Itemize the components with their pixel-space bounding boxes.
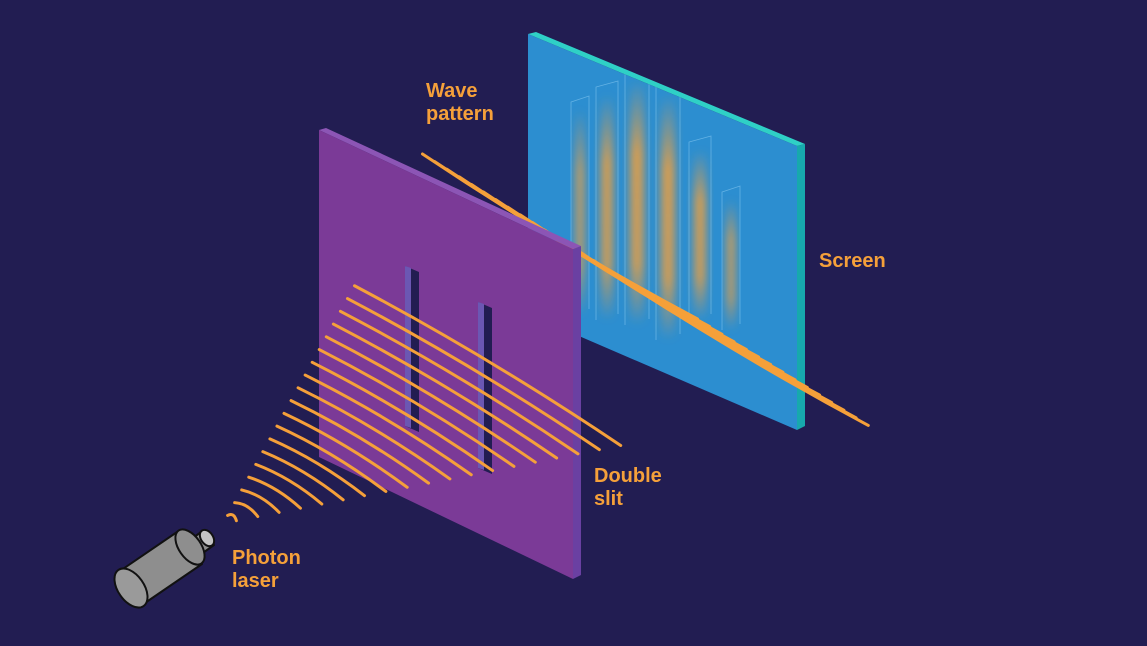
fringe-band-2 (601, 95, 613, 320)
incident-wave-10 (289, 399, 431, 485)
fringe-band-4 (661, 95, 675, 340)
wave-pattern-label-line-1: Wave (426, 80, 478, 102)
diffracted-wave-15 (591, 258, 870, 427)
incident-wave-14 (317, 348, 516, 468)
fringe-outline-2 (595, 80, 619, 320)
wave-pattern-label: Wave pattern (426, 80, 494, 126)
incident-wave-12 (303, 373, 473, 477)
screen-label: Screen (819, 250, 886, 272)
incident-wave-11 (296, 386, 452, 481)
incident-wave-18 (345, 297, 601, 452)
photon-laser-label-line-1: Photon (232, 547, 301, 569)
slit-panel-side-edge (573, 246, 581, 579)
screen-top-edge (528, 32, 805, 146)
incident-wavefronts (226, 284, 623, 523)
incident-wave-8 (275, 424, 388, 493)
double-slit-label: Double slit (594, 465, 662, 511)
fringe-band-5 (694, 150, 706, 320)
incident-wave-13 (310, 360, 495, 473)
incident-wave-17 (338, 309, 580, 456)
laser-body (113, 528, 206, 609)
incident-wave-2 (233, 501, 260, 519)
fringe-band-3 (630, 80, 644, 325)
incident-wave-1 (226, 512, 238, 523)
photon-laser-label: Photon laser (232, 547, 301, 593)
wave-pattern-label-line-2: pattern (426, 103, 494, 125)
incident-wave-16 (331, 322, 559, 460)
fringe-outline-5 (688, 135, 712, 320)
incident-wave-6 (261, 450, 345, 502)
cylinder-laser-icon (113, 528, 216, 609)
fringe-outline-1 (570, 95, 590, 315)
double-slit-label-line-2: slit (594, 488, 623, 510)
incident-wave-19 (353, 284, 623, 447)
incident-wave-3 (240, 488, 281, 514)
fringe-band-6 (727, 200, 735, 330)
photon-laser-label-line-2: laser (232, 570, 279, 592)
screen-side-edge (797, 144, 805, 430)
incident-wave-4 (247, 475, 302, 510)
incident-wave-15 (324, 335, 537, 464)
fringe-outline-6 (721, 185, 741, 330)
incident-wave-5 (254, 462, 324, 506)
incident-wave-9 (282, 411, 409, 489)
slit-panel-top-edge (319, 128, 581, 249)
incident-wave-7 (268, 437, 366, 498)
double-slit-label-line-1: Double (594, 465, 662, 487)
